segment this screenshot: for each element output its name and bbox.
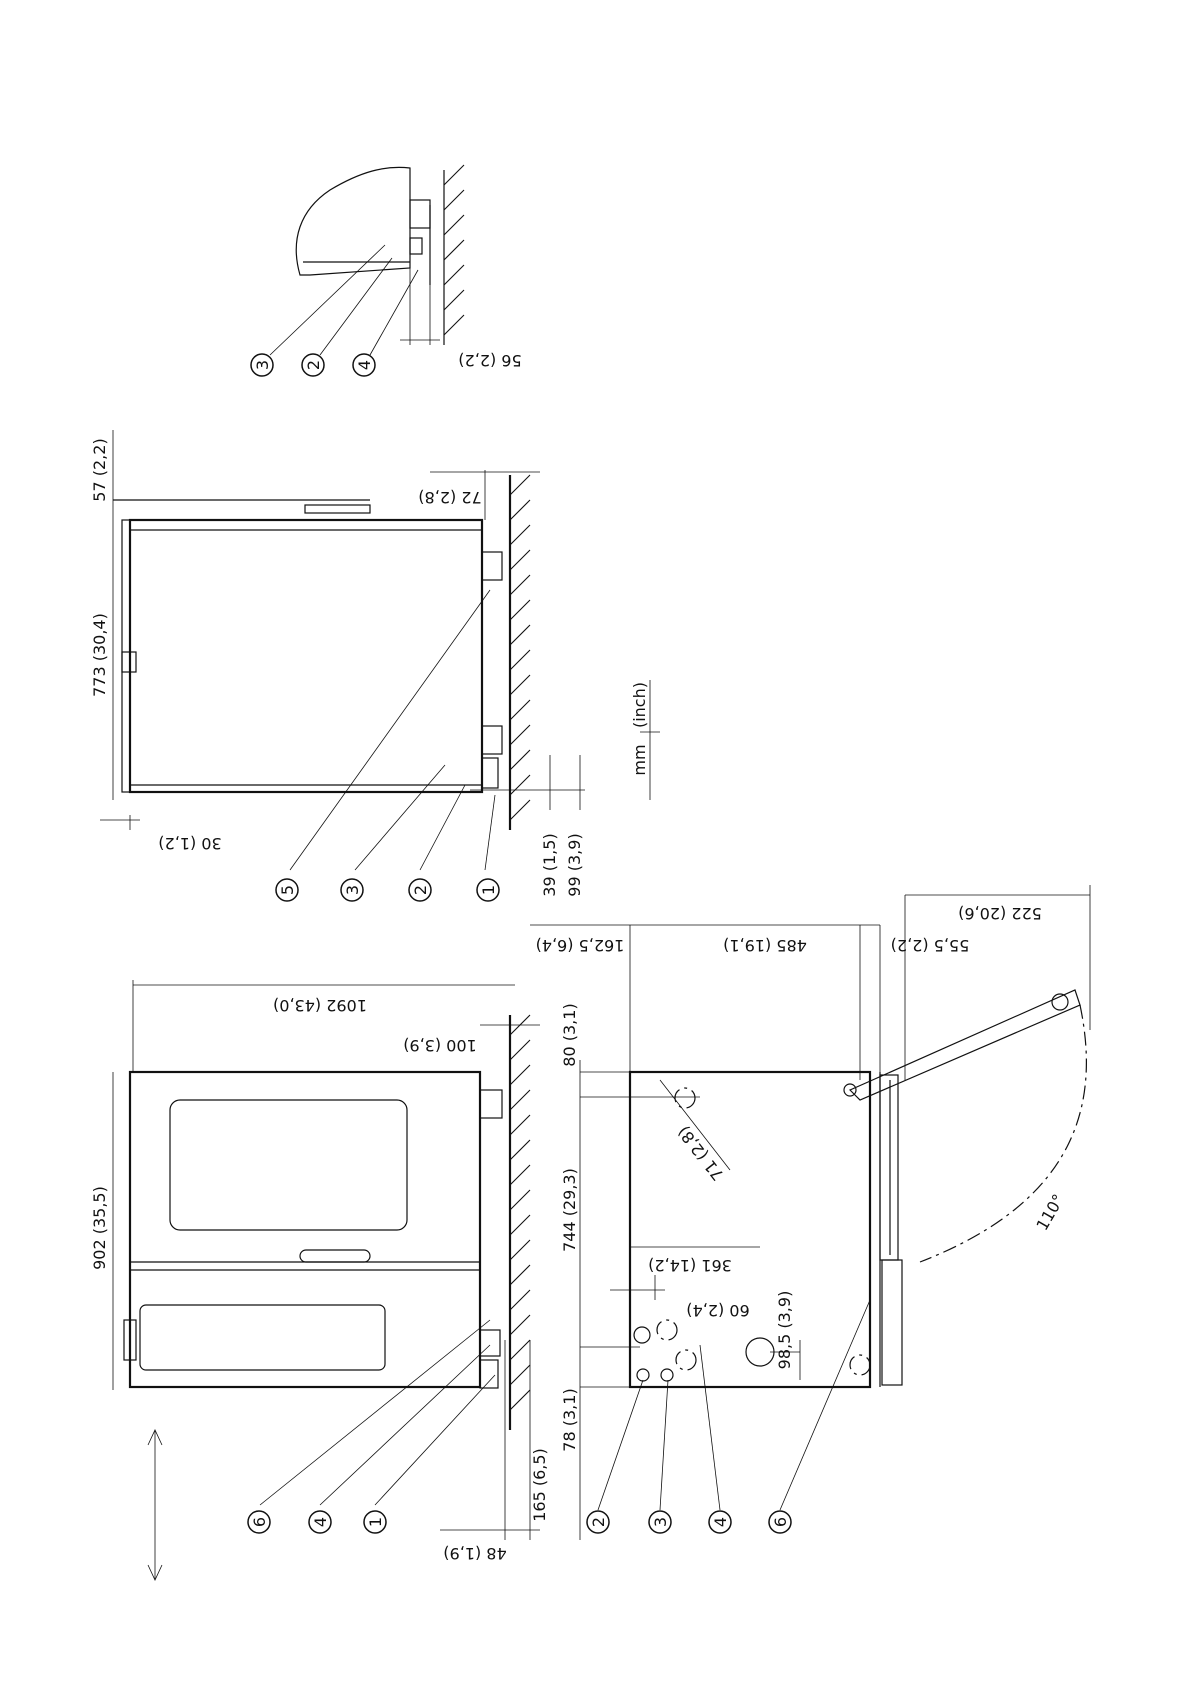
svg-text:3: 3 <box>253 360 272 370</box>
callout-side-3: 3 <box>341 879 363 901</box>
units-legend: mm (inch) <box>630 680 660 800</box>
dim-plan-x1: 361 (14,2) <box>648 1256 732 1275</box>
callout-side-2: 2 <box>409 879 431 901</box>
callout-plan-4: 4 <box>709 1511 731 1533</box>
dim-plan-y1: 98,5 (3,9) <box>775 1291 794 1370</box>
wall-hatch-front <box>510 1015 530 1410</box>
units-inch: (inch) <box>630 682 649 728</box>
dim-plan-angle: 110° <box>1032 1191 1068 1234</box>
plan-view: 2 3 4 6 744 (29,3) 80 (3,1) 71 (2,8) 361… <box>530 885 1090 1540</box>
front-view: 6 4 1 902 (35,5) 1092 (43,0) 100 (3,9) 4… <box>90 980 579 1580</box>
callout-detail-2: 2 <box>302 354 324 376</box>
svg-text:2: 2 <box>304 360 323 370</box>
callout-detail-3: 3 <box>251 354 273 376</box>
dim-front-top-clearance: 100 (3,9) <box>403 1036 477 1055</box>
dim-plan-x2: 60 (2,4) <box>686 1301 749 1320</box>
svg-text:3: 3 <box>651 1517 670 1527</box>
dim-side-conn-a: 39 (1,5) <box>540 833 559 896</box>
dim-plan-depth-total: 744 (29,3) <box>560 1168 579 1252</box>
svg-text:6: 6 <box>250 1517 269 1527</box>
units-mm: mm <box>630 744 649 775</box>
dim-plan-door-depth: 522 (20,6) <box>958 904 1042 923</box>
svg-text:3: 3 <box>343 885 362 895</box>
dim-front-width: 902 (35,5) <box>90 1186 109 1270</box>
callout-side-5: 5 <box>276 879 298 901</box>
detail-view: 3 2 4 56 (2,2) <box>251 165 522 376</box>
dim-side-handle: 57 (2,2) <box>90 438 109 501</box>
svg-text:5: 5 <box>278 885 297 895</box>
dim-front-conn-b: 78 (3,1) <box>560 1388 579 1451</box>
wall-hatch-side <box>510 475 530 820</box>
dim-side-door-offset: 30 (1,2) <box>158 834 221 853</box>
dim-plan-front: 80 (3,1) <box>560 1003 579 1066</box>
svg-text:1: 1 <box>479 885 498 895</box>
dim-front-conn-a: 165 (6,5) <box>530 1448 549 1522</box>
svg-text:4: 4 <box>711 1517 730 1527</box>
dim-side-depth: 773 (30,4) <box>90 613 109 697</box>
callout-plan-6: 6 <box>769 1511 791 1533</box>
dim-side-conn-b: 99 (3,9) <box>565 833 584 896</box>
svg-text:6: 6 <box>771 1517 790 1527</box>
dim-plan-seg1: 162,5 (6,4) <box>536 936 625 955</box>
dim-plan-seg2: 485 (19,1) <box>723 936 807 955</box>
dim-front-height: 1092 (43,0) <box>273 996 367 1015</box>
callout-plan-3: 3 <box>649 1511 671 1533</box>
side-view: 5 3 2 1 773 (30,4) 57 (2,2) 72 (2,8) 30 … <box>90 430 585 901</box>
dim-side-wall-gap: 72 (2,8) <box>418 488 481 507</box>
svg-text:4: 4 <box>311 1517 330 1527</box>
svg-text:1: 1 <box>366 1517 385 1527</box>
svg-text:2: 2 <box>411 885 430 895</box>
callout-plan-2: 2 <box>587 1511 609 1533</box>
callout-side-1: 1 <box>477 879 499 901</box>
callout-detail-4: 4 <box>353 354 375 376</box>
wall-hatch-detail <box>444 165 464 335</box>
dim-front-left-offset: 48 (1,9) <box>443 1544 506 1563</box>
callout-front-6: 6 <box>248 1511 270 1533</box>
dim-detail-offset: 56 (2,2) <box>458 351 521 370</box>
svg-text:2: 2 <box>589 1517 608 1527</box>
callout-front-1: 1 <box>364 1511 386 1533</box>
svg-text:4: 4 <box>355 360 374 370</box>
callout-front-4: 4 <box>309 1511 331 1533</box>
dim-plan-seg3: 55,5 (2,2) <box>891 936 970 955</box>
